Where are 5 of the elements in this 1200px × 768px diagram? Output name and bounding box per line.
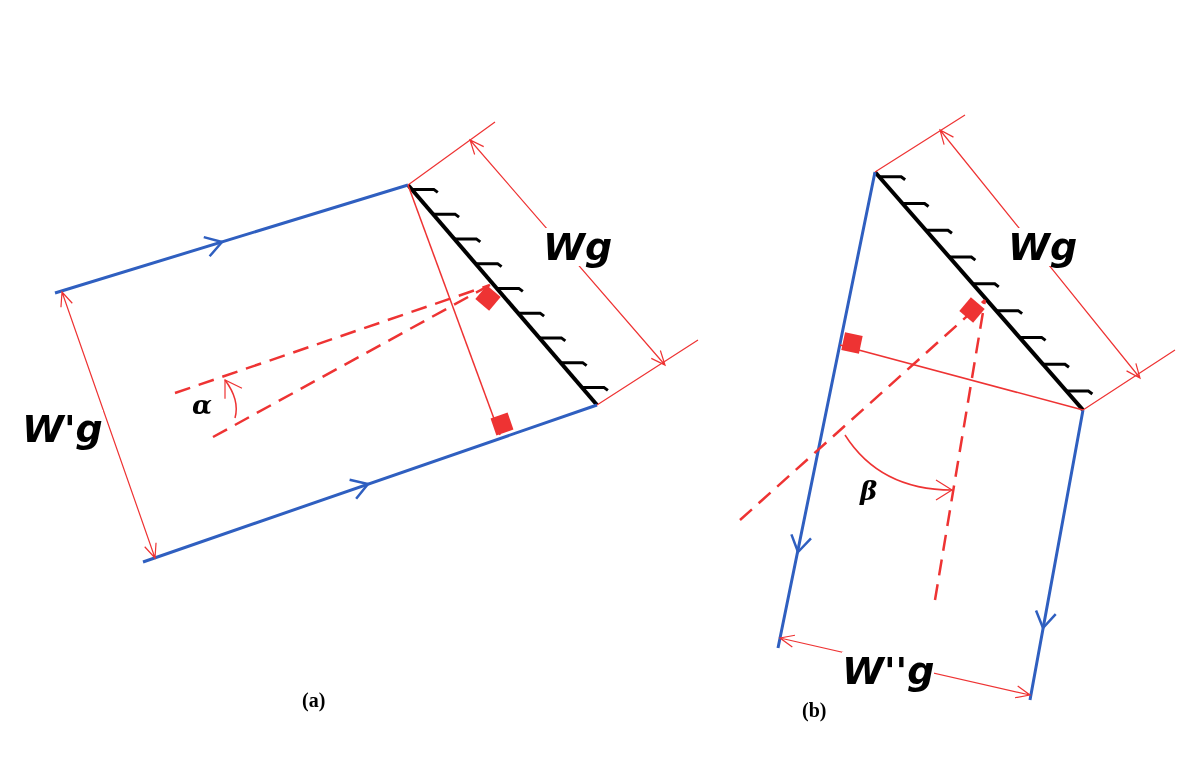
figure-label: β [860,478,878,504]
figure-label: (b) [802,700,827,720]
figure-label: (a) [302,690,326,710]
figure-label: W''g [842,652,935,690]
figure-label: Wg [543,228,613,266]
